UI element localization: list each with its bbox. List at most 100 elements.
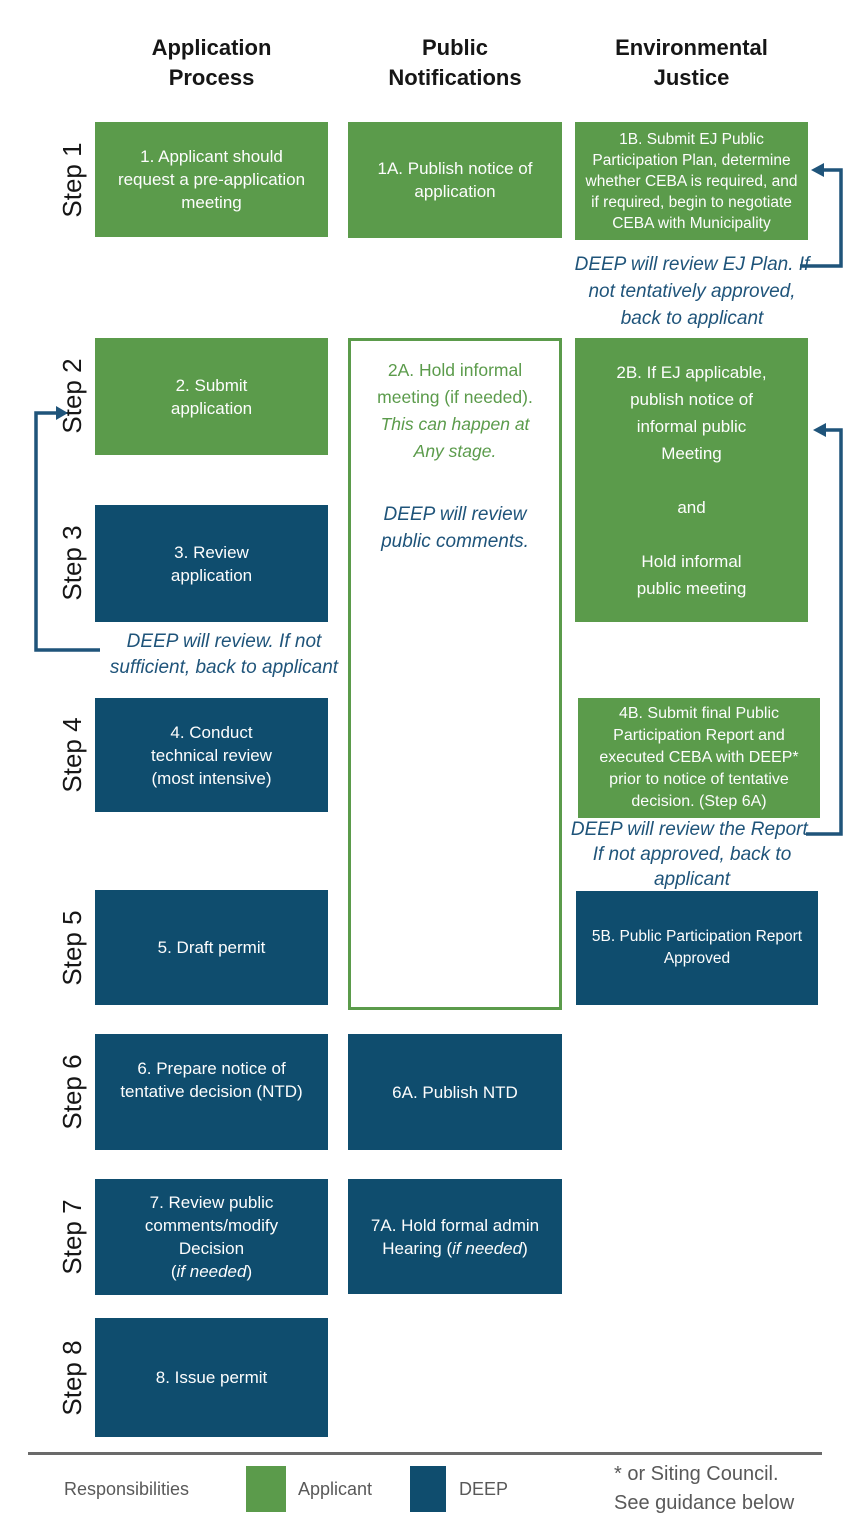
box-text-line: public meeting [636,578,747,598]
legend-responsibilities-label: Responsibilities [64,1479,190,1499]
panel-informal-meeting: 2A. Hold informal meeting (if needed). T… [348,338,562,1010]
box-text-line: 1B. Submit EJ Public [619,130,764,148]
legend-deep-label: DEEP [459,1479,509,1499]
annotation-line: DEEP will review EJ Plan. If [574,254,810,275]
header-line: Justice [653,65,730,90]
box-text-line: Participation Plan, determine [592,151,791,169]
annotation-line: back to applicant [620,308,764,329]
box-text-line: 5B. Public Participation Report [591,928,803,945]
step-label-5: Step 5 [56,910,87,986]
annotation-ej-plan-review: DEEP will review EJ Plan. If not tentati… [558,251,826,332]
panel-text-line: This can happen at [380,414,530,434]
arrowhead-left-icon [811,163,824,177]
box-text-line: 1. Applicant should [140,147,283,166]
box-step7-review-comments: 7. Review public comments/modify Decisio… [95,1179,328,1295]
box-text-segment-italic: if needed [452,1238,523,1258]
header-line: Application [151,35,272,60]
box-text-line: technical review [151,745,272,765]
box-text-line: informal public [636,416,747,436]
step-label-4: Step 4 [56,717,87,793]
box-text-segment: ) [246,1262,253,1281]
box-step1-applicant: 1. Applicant should request a pre-applic… [95,122,328,237]
applicant-color-swatch [246,1466,286,1512]
box-text-line: 2B. If EJ applicable, [616,362,767,382]
box-text-line: executed CEBA with DEEP* [599,749,799,766]
box-text-line: publish notice of [630,389,753,409]
box-step1b-ej-plan: 1B. Submit EJ Public Participation Plan,… [575,122,808,240]
box-text-line: Decision [178,1239,245,1258]
legend-note-line: * or Siting Council. [614,1463,779,1485]
box-text-line: 5. Draft permit [157,938,266,957]
legend-note-line: See guidance below [614,1492,795,1514]
panel-note-line: public comments. [381,531,529,552]
column-header-public-notifications: Public Notifications [348,33,562,93]
box-text-line: if required, begin to negotiate [591,193,792,211]
box-text-line: tentative decision (NTD) [120,1082,303,1101]
box-text-segment-italic: if needed [176,1262,247,1281]
box-text-line: Approved [663,950,731,967]
header-line: Public [421,35,488,60]
box-text-line: 6A. Publish NTD [392,1082,518,1102]
box-text-line: (most intensive) [151,768,272,788]
annotation-line: not tentatively approved, [588,281,796,302]
step-label-7: Step 7 [56,1199,87,1275]
box-text-line: 6. Prepare notice of [137,1059,286,1078]
box-step1a-publish-notice: 1A. Publish notice of application [348,122,562,238]
annotation-report-review: DEEP will review the Report. If not appr… [560,817,824,892]
box-text-line: comments/modify [144,1216,279,1235]
box-text-segment: Hearing ( [382,1238,453,1258]
header-line: Process [168,65,255,90]
header-line: Notifications [388,65,522,90]
box-step4-technical-review: 4. Conduct technical review (most intens… [95,698,328,812]
box-step7a-formal-hearing: 7A. Hold formal admin Hearing (if needed… [348,1179,562,1294]
box-step8-issue-permit: 8. Issue permit [95,1318,328,1437]
step-label-6: Step 6 [56,1054,87,1130]
annotation-line: DEEP will review. If not [126,631,322,652]
annotation-line: applicant [653,869,731,890]
panel-text-line: Any stage. [413,441,497,461]
column-header-environmental-justice: Environmental Justice [575,33,808,93]
box-text-line: 3. Review [174,542,249,562]
box-text-line: 1A. Publish notice of [377,159,533,178]
annotation-line: DEEP will review the Report. [570,819,814,840]
annotation-line: If not approved, back to [592,844,792,865]
box-text-segment: ) [522,1238,528,1258]
box-text-segment: ( [170,1262,177,1281]
legend-siting-council-note: * or Siting Council. See guidance below [614,1460,844,1518]
box-step6a-publish-ntd: 6A. Publish NTD [348,1034,562,1150]
box-step5-draft-permit: 5. Draft permit [95,890,328,1005]
box-text-line: 4B. Submit final Public [618,705,780,722]
box-step2b-informal-public-meeting: 2B. If EJ applicable, publish notice of … [575,338,808,622]
panel-deep-note: DEEP will review public comments. [351,501,559,555]
box-text-line: prior to notice of tentative [609,771,789,788]
legend-applicant-label: Applicant [298,1479,373,1499]
box-text-line: CEBA with Municipality [612,214,771,232]
step-label-1: Step 1 [56,142,87,218]
box-step3-review-application: 3. Review application [95,505,328,622]
box-text-line: 2. Submit [175,375,248,395]
annotation-line: sufficient, back to applicant [109,657,339,678]
box-text-line: whether CEBA is required, and [585,172,798,190]
box-step2-submit-application: 2. Submit application [95,338,328,455]
box-text-line: application [170,565,253,585]
box-text-line: decision. (Step 6A) [631,793,767,810]
step-label-3: Step 3 [56,525,87,601]
box-text-line: Participation Report and [613,727,785,744]
panel-2a-text: 2A. Hold informal meeting (if needed). T… [351,357,559,465]
panel-note-line: DEEP will review [383,504,527,525]
box-text-line: 4. Conduct [170,722,253,742]
step-label-8: Step 8 [56,1340,87,1416]
box-text-line: and [677,497,706,517]
box-text-line: 8. Issue permit [155,1368,268,1387]
annotation-deep-review-sufficient: DEEP will review. If not sufficient, bac… [85,629,363,681]
box-text-line: Meeting [661,443,722,463]
box-step5b-report-approved: 5B. Public Participation Report Approved [576,891,818,1005]
legend-divider [28,1452,822,1455]
box-text-line: request a pre-application [117,170,306,189]
box-text-line: application [414,182,496,201]
panel-text-line: meeting (if needed). [377,387,533,407]
deep-color-swatch [410,1466,446,1512]
box-text-line: 7A. Hold formal admin [370,1215,540,1235]
box-text-line: 7. Review public [149,1193,274,1212]
